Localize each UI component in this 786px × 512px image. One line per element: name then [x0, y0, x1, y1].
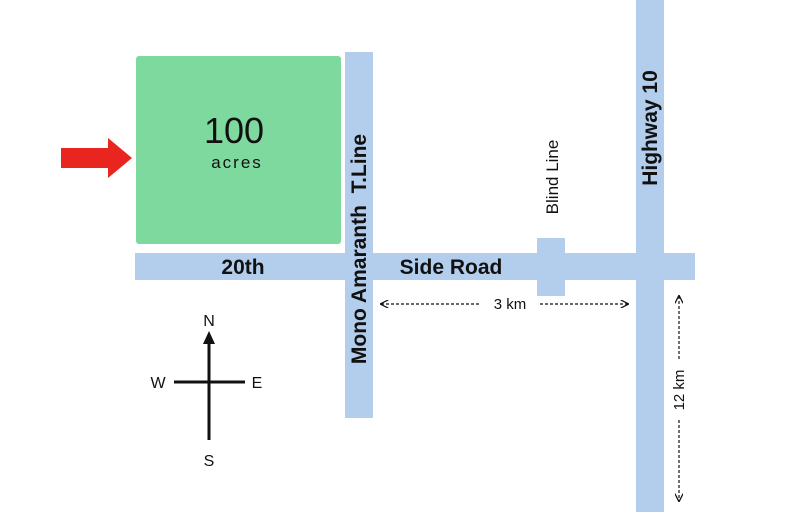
- distance-vertical-label: 12 km: [671, 370, 688, 411]
- arrow-right-icon: [61, 138, 132, 178]
- road-highway: [636, 0, 664, 512]
- compass-rose-icon: [174, 331, 245, 440]
- town-line-label: Mono Amaranth T.Line: [348, 134, 371, 364]
- parcel-area-value: 100: [204, 110, 264, 151]
- compass-north-label: N: [203, 313, 215, 330]
- road-town-line: [345, 52, 373, 418]
- parcel-area-unit: acres: [211, 153, 263, 172]
- parcel-area: [136, 56, 341, 244]
- road-blind-line: [537, 238, 565, 296]
- side-road-label-20th: 20th: [221, 256, 264, 279]
- side-road-label-name: Side Road: [400, 256, 503, 279]
- highway-label: Highway 10: [639, 70, 662, 186]
- blind-line-label: Blind Line: [543, 140, 562, 215]
- distance-horizontal-label: 3 km: [494, 296, 527, 313]
- compass-east-label: E: [252, 375, 263, 392]
- road-side-road: [135, 253, 695, 280]
- compass-north-arrowhead: [203, 331, 215, 344]
- compass-west-label: W: [150, 375, 166, 392]
- compass-south-label: S: [204, 453, 215, 470]
